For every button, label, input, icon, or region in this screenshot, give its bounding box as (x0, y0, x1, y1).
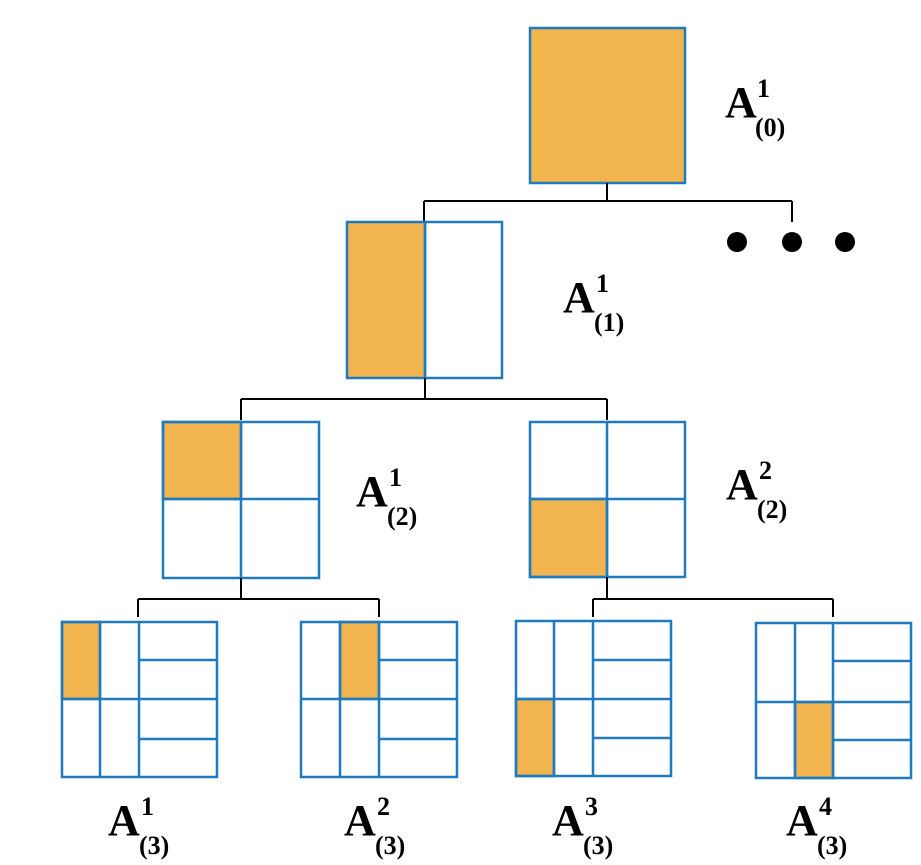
label-sup: 1 (389, 463, 402, 492)
label-base: A (356, 467, 388, 516)
label-a1-1: A 1 (1) (563, 269, 624, 337)
label-sup: 3 (585, 792, 598, 821)
label-base: A (108, 796, 140, 845)
label-sub: (3) (583, 831, 613, 860)
connector-level2-left (137, 578, 380, 617)
label-sub: (3) (817, 831, 847, 860)
label-a3-3: A 3 (3) (552, 792, 613, 860)
node-a3-4-block (754, 621, 913, 780)
label-sub: (2) (757, 495, 787, 524)
label-a2-1: A 1 (2) (356, 463, 417, 531)
label-sup: 2 (759, 456, 772, 485)
label-base: A (786, 796, 818, 845)
label-a3-1: A 1 (3) (108, 792, 169, 860)
label-base: A (725, 78, 757, 127)
label-sub: (2) (387, 502, 417, 531)
label-sub: (3) (375, 831, 405, 860)
node-a2-2-block (528, 420, 687, 579)
label-sup: 1 (757, 74, 770, 103)
label-a3-4: A 4 (3) (786, 792, 847, 860)
connector-level2-right (592, 577, 834, 617)
label-base: A (563, 273, 595, 322)
label-a2-2: A 2 (2) (726, 456, 787, 524)
node-a0-1-block (528, 26, 687, 185)
node-a2-1-block (161, 420, 321, 580)
node-a3-2-block (299, 620, 459, 779)
node-a1-1-block (345, 220, 504, 380)
label-a3-2: A 2 (3) (344, 792, 405, 860)
label-sup: 4 (819, 792, 832, 821)
node-a3-1-block (60, 620, 219, 779)
node-a3-3-block (514, 619, 673, 778)
label-sup: 1 (141, 792, 154, 821)
label-sub: (3) (139, 831, 169, 860)
label-sub: (1) (594, 308, 624, 337)
label-sup: 1 (596, 269, 609, 298)
label-sub: (0) (755, 113, 785, 142)
ellipsis-dots (727, 232, 855, 252)
label-sup: 2 (377, 792, 390, 821)
label-base: A (344, 796, 376, 845)
label-a0-1: A 1 (0) (725, 74, 785, 142)
connector-level0 (423, 183, 793, 222)
connector-level1 (240, 378, 608, 420)
label-base: A (552, 796, 584, 845)
label-base: A (726, 460, 758, 509)
